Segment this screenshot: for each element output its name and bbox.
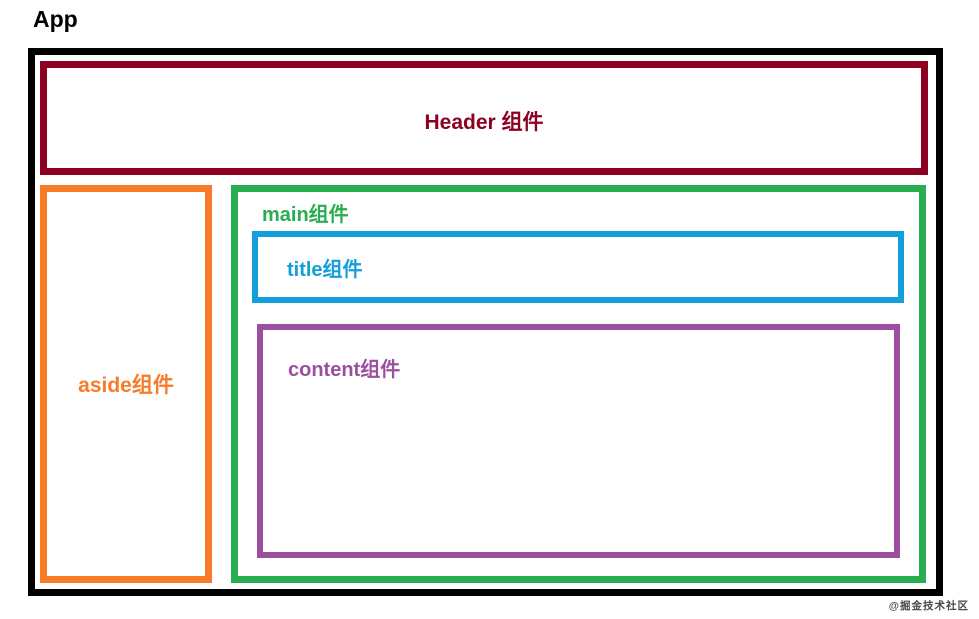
header-component-box: Header 组件 [40, 61, 928, 175]
app-container-box: Header 组件 aside组件 main组件 title组件 content… [28, 48, 943, 596]
juejin-watermark: @掘金技术社区 [888, 600, 969, 612]
main-component-box: main组件 title组件 content组件 [231, 185, 926, 583]
title-component-label: title组件 [287, 258, 363, 281]
aside-component-box: aside组件 [40, 185, 212, 583]
title-component-box: title组件 [252, 231, 904, 303]
main-component-label: main组件 [262, 204, 349, 226]
content-component-label: content组件 [288, 359, 401, 381]
content-component-box: content组件 [257, 324, 900, 558]
app-root-label: App [33, 6, 78, 32]
header-component-label: Header 组件 [424, 111, 544, 134]
aside-component-label: aside组件 [78, 374, 174, 397]
